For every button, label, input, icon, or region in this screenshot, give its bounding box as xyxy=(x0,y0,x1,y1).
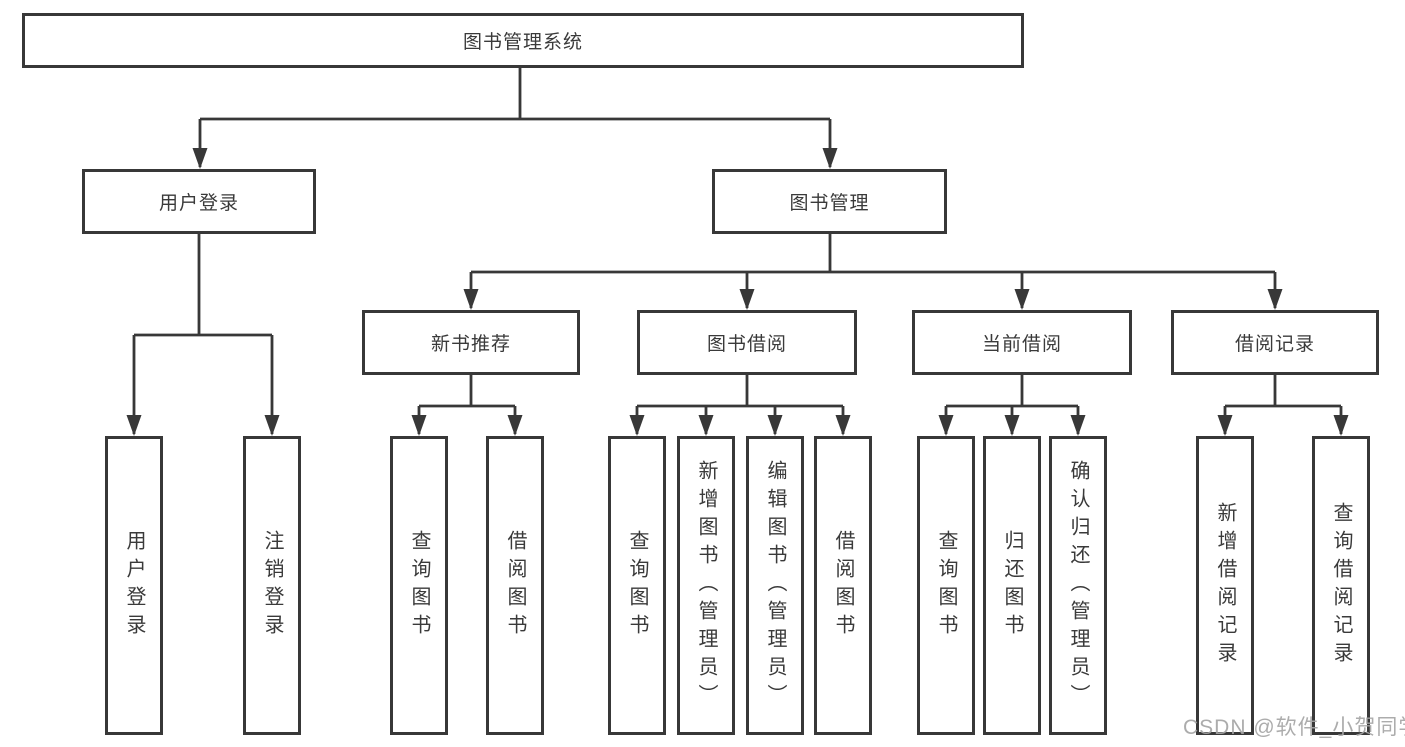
leaf-edit-book-admin: 编辑图书（管理员） xyxy=(746,436,804,735)
leaf-confirm-return-admin: 确认归还（管理员） xyxy=(1049,436,1107,735)
connector-current-borrow-children xyxy=(938,375,1086,436)
node-book-management: 图书管理 xyxy=(712,169,947,234)
arrowhead xyxy=(767,415,783,436)
node-borrow-records-label: 借阅记录 xyxy=(1234,334,1315,355)
leaf-query-books-current: 查询图书 xyxy=(917,436,975,735)
connector-root-to-level2 xyxy=(192,68,838,169)
leaf-query-books-recommend-label: 查询图书 xyxy=(408,529,430,642)
leaf-query-books-borrow-label: 查询图书 xyxy=(626,529,648,642)
arrowhead xyxy=(1217,415,1233,436)
leaf-edit-book-admin-label: 编辑图书（管理员） xyxy=(764,459,786,712)
arrowhead xyxy=(1333,415,1349,436)
leaf-borrow-books-recommend-label: 借阅图书 xyxy=(504,529,526,642)
arrowhead xyxy=(264,415,280,436)
leaf-return-books-label: 归还图书 xyxy=(1001,529,1023,642)
node-new-book-recommend: 新书推荐 xyxy=(362,310,580,375)
node-user-login-label: 用户登录 xyxy=(158,193,239,214)
leaf-add-borrow-record-label: 新增借阅记录 xyxy=(1214,501,1236,670)
leaf-confirm-return-admin-label: 确认归还（管理员） xyxy=(1067,459,1089,712)
node-current-borrow-label: 当前借阅 xyxy=(981,334,1062,355)
arrowhead xyxy=(126,415,142,436)
arrowhead xyxy=(411,415,427,436)
leaf-query-books-recommend: 查询图书 xyxy=(390,436,448,735)
node-current-borrow: 当前借阅 xyxy=(912,310,1132,375)
leaf-borrow-books-borrow: 借阅图书 xyxy=(814,436,872,735)
node-book-management-label: 图书管理 xyxy=(789,193,870,214)
arrowhead xyxy=(192,148,208,169)
arrowhead xyxy=(698,415,714,436)
leaf-return-books: 归还图书 xyxy=(983,436,1041,735)
leaf-add-borrow-record: 新增借阅记录 xyxy=(1196,436,1254,735)
arrowhead xyxy=(1004,415,1020,436)
arrowhead xyxy=(507,415,523,436)
leaf-user-login-label: 用户登录 xyxy=(123,529,145,642)
node-user-login: 用户登录 xyxy=(82,169,316,234)
arrowhead xyxy=(739,289,755,310)
leaf-query-books-borrow: 查询图书 xyxy=(608,436,666,735)
arrowhead xyxy=(938,415,954,436)
node-book-borrow-label: 图书借阅 xyxy=(706,334,787,355)
arrowhead xyxy=(835,415,851,436)
arrowhead xyxy=(629,415,645,436)
leaf-query-books-current-label: 查询图书 xyxy=(935,529,957,642)
leaf-borrow-books-borrow-label: 借阅图书 xyxy=(832,529,854,642)
connector-user-login-children xyxy=(126,234,280,436)
leaf-query-borrow-record-label: 查询借阅记录 xyxy=(1330,501,1352,670)
node-library-system-label: 图书管理系统 xyxy=(462,32,583,53)
leaf-logout: 注销登录 xyxy=(243,436,301,735)
leaf-borrow-books-recommend: 借阅图书 xyxy=(486,436,544,735)
connector-book-management-children xyxy=(463,234,1283,310)
arrowhead xyxy=(463,289,479,310)
csdn-watermark: CSDN @软件_小贺同学 xyxy=(1183,716,1405,739)
arrowhead xyxy=(822,148,838,169)
arrowhead xyxy=(1070,415,1086,436)
leaf-add-book-admin-label: 新增图书（管理员） xyxy=(695,459,717,712)
node-borrow-records: 借阅记录 xyxy=(1171,310,1379,375)
leaf-query-borrow-record: 查询借阅记录 xyxy=(1312,436,1370,735)
connector-book-borrow-children xyxy=(629,375,851,436)
leaf-logout-label: 注销登录 xyxy=(261,529,283,642)
arrowhead xyxy=(1014,289,1030,310)
leaf-user-login: 用户登录 xyxy=(105,436,163,735)
arrowhead xyxy=(1267,289,1283,310)
node-new-book-recommend-label: 新书推荐 xyxy=(430,334,511,355)
node-book-borrow: 图书借阅 xyxy=(637,310,857,375)
connector-borrow-records-children xyxy=(1217,375,1349,436)
connector-new-book-recommend-children xyxy=(411,375,523,436)
leaf-add-book-admin: 新增图书（管理员） xyxy=(677,436,735,735)
node-library-system: 图书管理系统 xyxy=(22,13,1024,68)
